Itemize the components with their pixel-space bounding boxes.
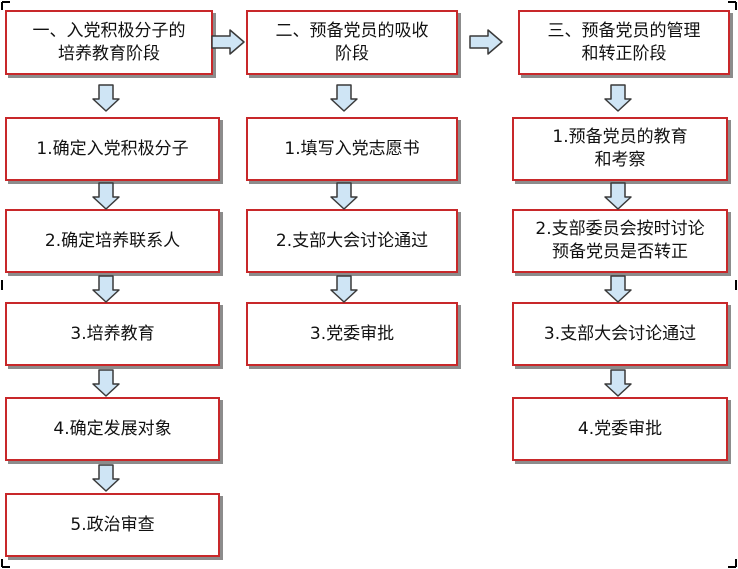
stage-3-step-3: 3.支部大会讨论通过	[512, 302, 728, 366]
arrow-down-c2-3	[330, 275, 358, 303]
stage-1-step-2-text: 2.确定培养联系人	[44, 230, 181, 251]
stage-1-step-1: 1.确定入党积极分子	[5, 117, 220, 181]
stage-3-header-text: 三、预备党员的管理 和转正阶段	[547, 20, 701, 64]
stage-3-step-2-text: 2.支部委员会按时讨论 预备党员是否转正	[535, 219, 705, 262]
arrow-down-c2-1	[330, 84, 358, 112]
arrow-down-c1-3	[92, 275, 120, 303]
stage-2-step-2: 2.支部大会讨论通过	[246, 209, 458, 273]
arrow-right-stage1-to-stage2	[211, 29, 245, 55]
arrow-down-c1-4	[92, 369, 120, 397]
stage-3-step-4-text: 4.党委审批	[577, 418, 663, 439]
arrow-down-c1-2	[92, 182, 120, 210]
stage-2-header: 二、预备党员的吸收 阶段	[246, 10, 458, 75]
stage-1-step-4-text: 4.确定发展对象	[53, 418, 172, 439]
arrow-down-c3-1	[604, 84, 632, 112]
arrow-down-c3-4	[604, 369, 632, 397]
arrow-down-c3-3	[604, 275, 632, 303]
arrow-down-c1-1	[92, 84, 120, 112]
stage-1-step-4: 4.确定发展对象	[5, 397, 220, 461]
stage-1-step-3-text: 3.培养教育	[70, 323, 155, 344]
stage-2-header-text: 二、预备党员的吸收 阶段	[275, 20, 429, 64]
stage-2-step-3-text: 3.党委审批	[309, 323, 395, 344]
stage-1-step-2: 2.确定培养联系人	[5, 209, 220, 273]
arrow-right-stage2-to-stage3	[469, 29, 503, 55]
stage-3-step-4: 4.党委审批	[512, 397, 728, 461]
stage-1-step-3: 3.培养教育	[5, 302, 220, 366]
stage-1-step-1-text: 1.确定入党积极分子	[36, 138, 189, 159]
stage-3-step-1: 1.预备党员的教育 和考察	[512, 117, 728, 181]
arrow-down-c3-2	[604, 182, 632, 210]
arrow-down-c2-2	[330, 182, 358, 210]
stage-3-step-1-text: 1.预备党员的教育 和考察	[552, 127, 688, 170]
stage-3-header: 三、预备党员的管理 和转正阶段	[518, 10, 730, 75]
stage-2-step-3: 3.党委审批	[246, 302, 458, 366]
stage-1-step-5: 5.政治审查	[5, 493, 220, 557]
stage-3-step-3-text: 3.支部大会讨论通过	[543, 323, 697, 344]
arrow-down-c1-5	[92, 464, 120, 492]
stage-2-step-1-text: 1.填写入党志愿书	[284, 138, 420, 159]
stage-3-step-2: 2.支部委员会按时讨论 预备党员是否转正	[512, 209, 728, 273]
stage-1-step-5-text: 5.政治审查	[70, 514, 155, 535]
stage-2-step-2-text: 2.支部大会讨论通过	[275, 230, 429, 251]
stage-2-step-1: 1.填写入党志愿书	[246, 117, 458, 181]
stage-1-header-text: 一、入党积极分子的 培养教育阶段	[32, 20, 186, 64]
